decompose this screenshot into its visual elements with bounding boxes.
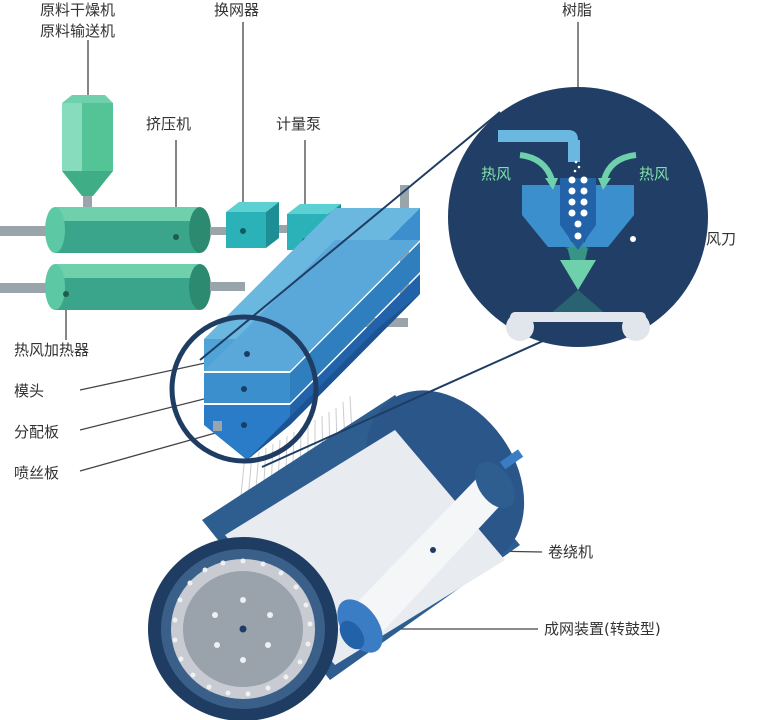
screen-changer bbox=[226, 202, 289, 248]
label-distribution-plate: 分配板 bbox=[14, 423, 60, 441]
label-hot-air-left: 热风 bbox=[481, 165, 512, 183]
label-die-head: 模头 bbox=[14, 382, 45, 400]
zoom-interior bbox=[498, 130, 650, 341]
label-winder: 卷绕机 bbox=[548, 543, 594, 561]
label-hot-air-right: 热风 bbox=[639, 165, 670, 183]
label-air-heater: 热风加热器 bbox=[14, 341, 90, 359]
label-extruder: 挤压机 bbox=[146, 115, 192, 133]
label-dryer: 原料干燥机 bbox=[40, 1, 116, 19]
label-conveyor: 原料输送机 bbox=[40, 22, 116, 40]
label-spinneret: 喷丝板 bbox=[14, 464, 60, 482]
label-screen-changer: 换网器 bbox=[214, 1, 260, 19]
dryer-hopper bbox=[62, 95, 113, 208]
web-former-drum bbox=[148, 390, 525, 720]
drum-holes bbox=[172, 558, 313, 697]
die-assembly bbox=[204, 185, 420, 460]
winder-roller bbox=[337, 449, 524, 653]
extruder bbox=[0, 207, 230, 253]
label-resin: 树脂 bbox=[562, 1, 593, 19]
label-web-former: 成网装置(转鼓型) bbox=[544, 620, 661, 638]
label-metering-pump: 计量泵 bbox=[276, 115, 322, 133]
hot-air-heater bbox=[0, 264, 245, 310]
label-air-knife: 风刀 bbox=[706, 230, 737, 248]
